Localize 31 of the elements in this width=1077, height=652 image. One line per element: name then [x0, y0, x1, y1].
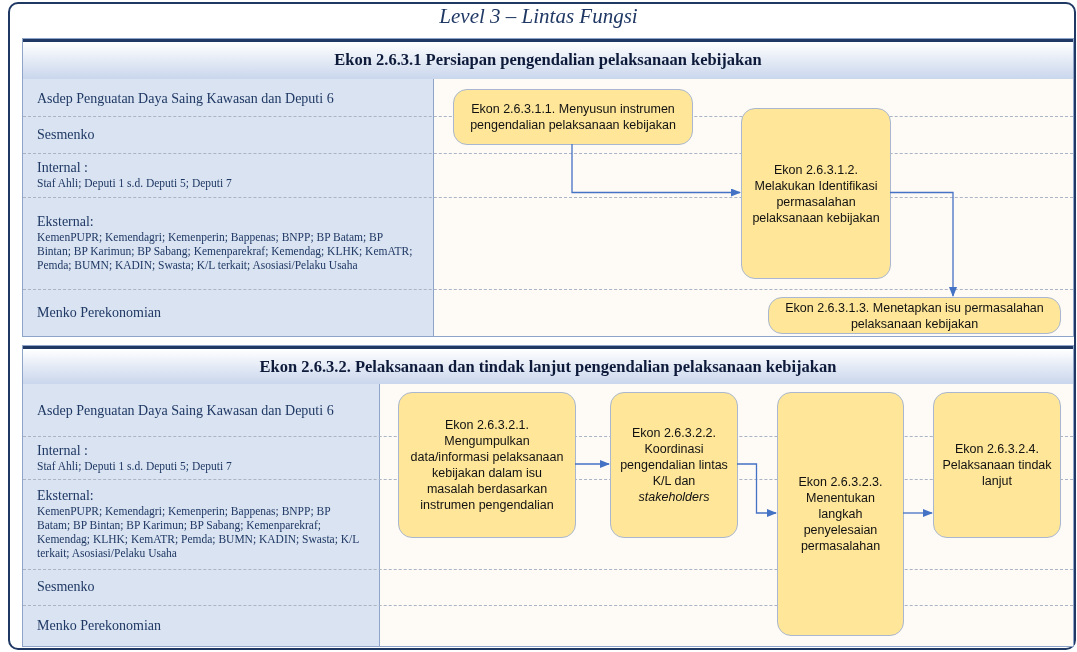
arrow [571, 143, 741, 197]
lane-heading: Sesmenko [37, 126, 96, 143]
arrow [889, 191, 957, 297]
lane-heading: Menko Perekonomian [37, 617, 163, 634]
lane-heading: Eksternal: [37, 488, 95, 504]
arrow [902, 509, 933, 517]
lane-members: Staf Ahli; Deputi 1 s.d. Deputi 5; Deputi 7 [37, 176, 233, 190]
diagram-title: Level 3 – Lintas Fungsi [438, 4, 639, 29]
process-box: Ekon 2.6.3.1.3. Menetapkan isu permasalahan pelaksanaan kebijakan [768, 297, 1061, 334]
process-box: Ekon 2.6.3.1.1. Menyusun instrumen pengendalian pelaksanaan kebijakan [453, 89, 693, 145]
lane-heading: Internal : [37, 160, 89, 176]
lane-heading: Internal : [37, 442, 89, 459]
section-header: Ekon 2.6.3.2. Pelaksanaan dan tindak lanjut pengendalian pelaksanaan kebijakan [23, 346, 1073, 384]
process-box: Ekon 2.6.3.2.2. Koordinasi pengendalian lintas K/L dan stakeholders [610, 392, 738, 538]
arrow [574, 460, 610, 468]
lane-members: KemenPUPR; Kemendagri; Kemenperin; Bappenas; BNPP; BP Batam; BP Bintan; BP Karimun; BP Sabang; Kemenparekraf; Kemendag; KLHK; KemATR; Pemda; BUMN; KADIN; Swasta; K/L terkait; Asosiasi/Pelaku Usaha [37, 504, 360, 560]
section-panel [22, 38, 1074, 337]
process-box: Ekon 2.6.3.2.4. Pelaksanaan tindak lanjut [933, 392, 1061, 538]
process-box: Ekon 2.6.3.2.3. Menentukan langkah penyelesaian permasalahan [777, 392, 904, 636]
lane-heading: Sesmenko [37, 579, 96, 595]
section-header: Ekon 2.6.3.1 Persiapan pengendalian pelaksanaan kebijakan [23, 39, 1073, 79]
lane-heading: Asdep Penguatan Daya Saing Kawasan dan Deputi 6 [37, 403, 335, 419]
lane-heading: Eksternal: [37, 214, 95, 230]
process-box: Ekon 2.6.3.1.2. Melakukan Identifikasi permasalahan pelaksanaan kebijakan [741, 108, 891, 279]
lane-members: Staf Ahli; Deputi 1 s.d. Deputi 5; Deputi 7 [37, 458, 233, 473]
arrow [736, 463, 777, 517]
process-box: Ekon 2.6.3.2.1. Mengumpulkan data/informasi pelaksanaan kebijakan dalam isu masalah berdasarkan instrumen pengendalian [398, 392, 576, 538]
lane-heading: Asdep Penguatan Daya Saing Kawasan dan Deputi 6 [37, 90, 335, 107]
lane-members: KemenPUPR; Kemendagri; Kemenperin; Bappenas; BNPP; BP Batam; BP Bintan; BP Karimun; BP Sabang; Kemenparekraf; Kemendag; KLHK; KemATR; Pemda; BUMN; KADIN; Swasta; K/L terkait; Asosiasi/Pelaku Usaha [37, 230, 414, 272]
section-panel [22, 345, 1074, 647]
lane-heading: Menko Perekonomian [37, 304, 163, 321]
